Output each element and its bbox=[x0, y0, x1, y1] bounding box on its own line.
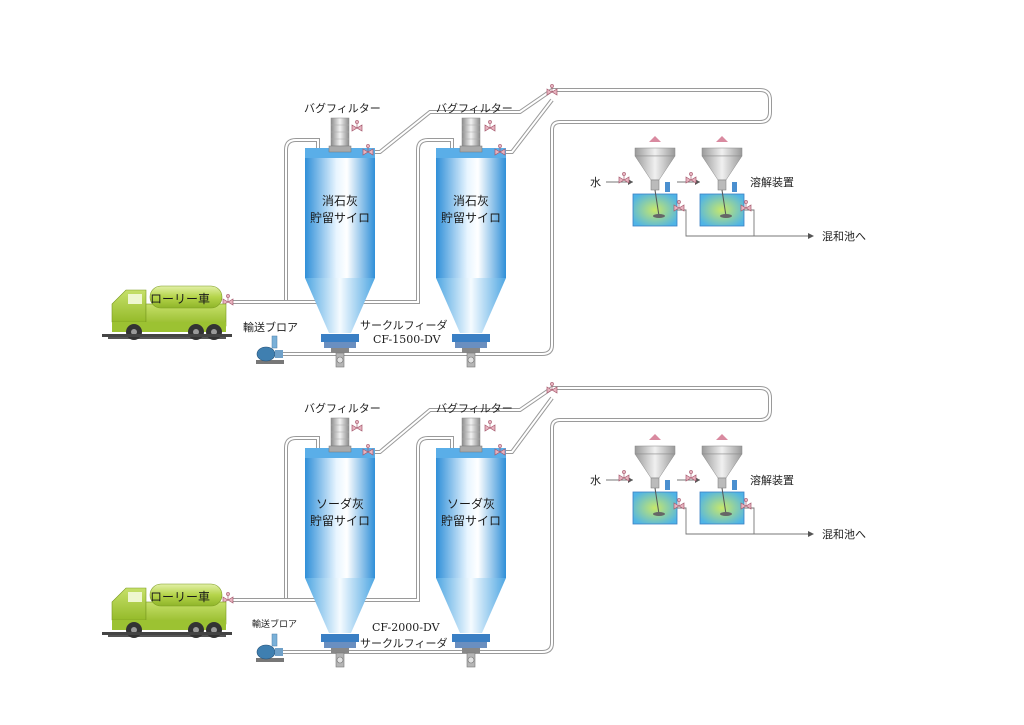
valve bbox=[484, 420, 496, 432]
valve bbox=[222, 592, 234, 604]
silo-2-material: 消石灰 bbox=[453, 194, 489, 208]
bag-filter-2-label: バグフィルター bbox=[436, 101, 513, 115]
silo-1-material: ソーダ灰 bbox=[316, 496, 364, 511]
water-label: 水 bbox=[590, 176, 601, 189]
blower-label: 輸送ブロア bbox=[252, 618, 297, 630]
silo-2-label: 貯留サイロ bbox=[441, 211, 501, 225]
dissolver-label: 溶解装置 bbox=[750, 175, 794, 189]
valve bbox=[222, 294, 234, 306]
silo-1 bbox=[304, 447, 376, 668]
feeder-model-label: CF-1500-DV bbox=[373, 333, 442, 346]
ground bbox=[102, 334, 232, 337]
dissolver-2 bbox=[699, 135, 745, 227]
feeder-model-label: CF-2000-DV bbox=[372, 621, 441, 634]
valve bbox=[546, 84, 558, 96]
blower-label: 輸送ブロア bbox=[243, 320, 298, 334]
water-label: 水 bbox=[590, 474, 601, 487]
bag-filter-2 bbox=[459, 117, 483, 153]
bag-filter-2-label: バグフィルター bbox=[436, 401, 513, 415]
silo-1-label: 貯留サイロ bbox=[310, 514, 370, 528]
valve bbox=[685, 172, 697, 184]
feeder-name-label: サークルフィーダ bbox=[360, 636, 447, 650]
feeder-name-label: サークルフィーダ bbox=[360, 318, 447, 332]
bag-filter-1 bbox=[328, 417, 352, 453]
valve bbox=[685, 470, 697, 482]
ground bbox=[102, 632, 232, 635]
dissolver-label: 溶解装置 bbox=[750, 473, 794, 487]
valve bbox=[351, 420, 363, 432]
dissolver-1 bbox=[632, 433, 678, 525]
valve bbox=[484, 120, 496, 132]
silo-1-material: 消石灰 bbox=[322, 194, 358, 208]
dissolver-1 bbox=[632, 135, 678, 227]
bag-filter-1-label: バグフィルター bbox=[304, 401, 381, 415]
valve bbox=[351, 120, 363, 132]
valve bbox=[618, 470, 630, 482]
dissolver-2 bbox=[699, 433, 745, 525]
silo-2-label: 貯留サイロ bbox=[441, 514, 501, 528]
system-top: バグフィルター バグフィルター 消石灰 貯留サイロ 消石灰 貯留サイロ ローリー… bbox=[102, 84, 866, 368]
silo-1 bbox=[304, 147, 376, 368]
valve bbox=[618, 172, 630, 184]
truck-label: ローリー車 bbox=[150, 292, 210, 306]
bag-filter-2 bbox=[459, 417, 483, 453]
outlet-label: 混和池へ bbox=[822, 230, 866, 243]
silo-1-label: 貯留サイロ bbox=[310, 211, 370, 225]
valve bbox=[546, 382, 558, 394]
outlet-label: 混和池へ bbox=[822, 528, 866, 541]
truck-label: ローリー車 bbox=[150, 590, 210, 604]
bag-filter-1 bbox=[328, 117, 352, 153]
blower bbox=[255, 633, 285, 663]
silo-2 bbox=[435, 147, 507, 368]
bag-filter-1-label: バグフィルター bbox=[304, 101, 381, 115]
blower bbox=[255, 335, 285, 365]
silo-2 bbox=[435, 447, 507, 668]
silo-2-material: ソーダ灰 bbox=[447, 496, 495, 511]
system-bottom: バグフィルター バグフィルター ソーダ灰 貯留サイロ ソーダ灰 貯留サイロ ロー… bbox=[102, 382, 866, 668]
